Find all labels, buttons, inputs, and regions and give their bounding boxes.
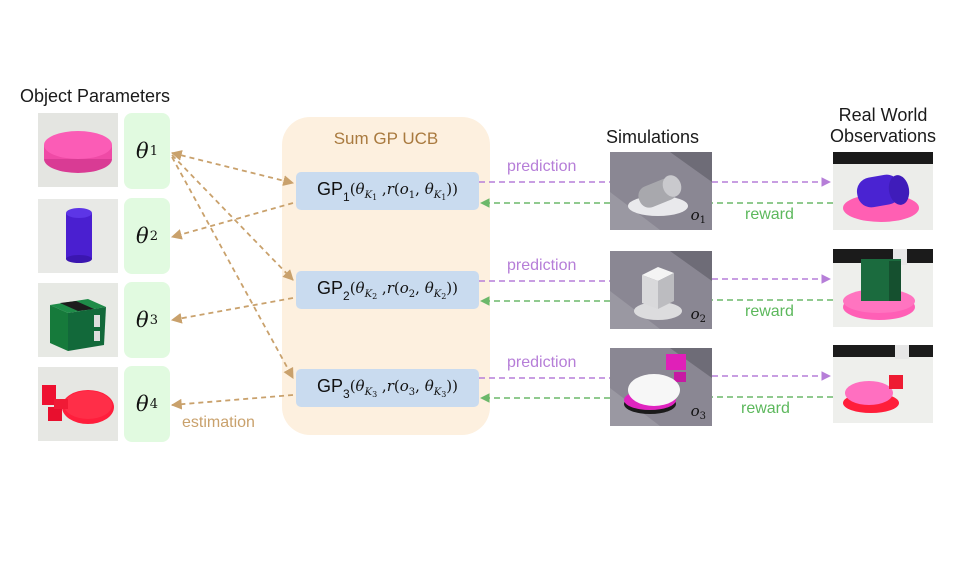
sum-gp-ucb-title: Sum GP UCB bbox=[333, 129, 439, 148]
theta-symbol: θ bbox=[136, 224, 149, 248]
simulation-2-image: o2 bbox=[610, 251, 712, 329]
real-observation-3-image bbox=[833, 345, 933, 423]
theta-index: 3 bbox=[149, 312, 158, 328]
simulation-2-label: o2 bbox=[690, 305, 706, 325]
estimation-arrow-theta1-gp1 bbox=[170, 150, 295, 186]
reward-label-1: reward bbox=[745, 206, 794, 223]
object-photo-green-cube bbox=[38, 283, 118, 357]
prediction-label-2: prediction bbox=[507, 257, 577, 274]
gp-label: GP2 bbox=[316, 277, 350, 303]
gp-2-box: GP2 (θK2 ,r(o2, θK2)) bbox=[296, 271, 479, 309]
real-observation-2-image bbox=[833, 249, 933, 327]
theta-symbol: θ bbox=[136, 139, 149, 163]
theta-index: 2 bbox=[149, 228, 158, 244]
object-photo-blue-cylinder bbox=[38, 199, 118, 273]
gp-args: (θK1 ,r(o1, θK1)) bbox=[349, 180, 459, 202]
object-photo-pink-disc bbox=[38, 113, 118, 187]
object-photo-red-dish bbox=[38, 367, 118, 441]
estimation-arrow-gp3-theta4 bbox=[170, 394, 294, 410]
gp-args: (θK3 ,r(o3, θK3)) bbox=[349, 377, 459, 399]
theta-symbol: θ bbox=[136, 308, 149, 332]
gp-label: GP1 bbox=[316, 178, 350, 204]
theta-symbol: θ bbox=[136, 392, 149, 416]
object-parameters-heading: Object Parameters bbox=[20, 86, 171, 106]
simulation-3-image: o3 bbox=[610, 348, 712, 426]
reward-label-3: reward bbox=[741, 400, 790, 417]
gp-label: GP3 bbox=[316, 375, 350, 401]
real-observation-1-image bbox=[833, 152, 933, 230]
estimation-label: estimation bbox=[182, 414, 255, 431]
theta-index: 1 bbox=[149, 143, 158, 159]
theta-index: 4 bbox=[149, 396, 158, 412]
prediction-label-3: prediction bbox=[507, 354, 577, 371]
estimation-arrow-theta1-gp2 bbox=[171, 154, 294, 281]
reward-label-2: reward bbox=[745, 303, 794, 320]
prediction-label-1: prediction bbox=[507, 158, 577, 175]
estimation-arrow-gp2-theta3 bbox=[170, 297, 294, 324]
simulation-1-image: o1 bbox=[610, 152, 712, 230]
estimation-arrow-gp1-theta2 bbox=[170, 202, 294, 240]
gp-args: (θK2 ,r(o2, θK2)) bbox=[349, 279, 459, 301]
gp-3-box: GP3 (θK3 ,r(o3, θK3)) bbox=[296, 369, 479, 407]
gp-1-box: GP1 (θK1 ,r(o1, θK1)) bbox=[296, 172, 479, 210]
simulation-3-label: o3 bbox=[690, 402, 706, 422]
simulations-heading: Simulations bbox=[606, 127, 700, 147]
simulation-1-label: o1 bbox=[690, 206, 706, 226]
real-world-heading-line1: Real World bbox=[838, 105, 928, 125]
estimation-arrow-theta1-gp3 bbox=[171, 156, 294, 379]
real-world-observations-heading: Real World Observations bbox=[818, 105, 948, 147]
real-world-heading-line2: Observations bbox=[829, 126, 937, 146]
